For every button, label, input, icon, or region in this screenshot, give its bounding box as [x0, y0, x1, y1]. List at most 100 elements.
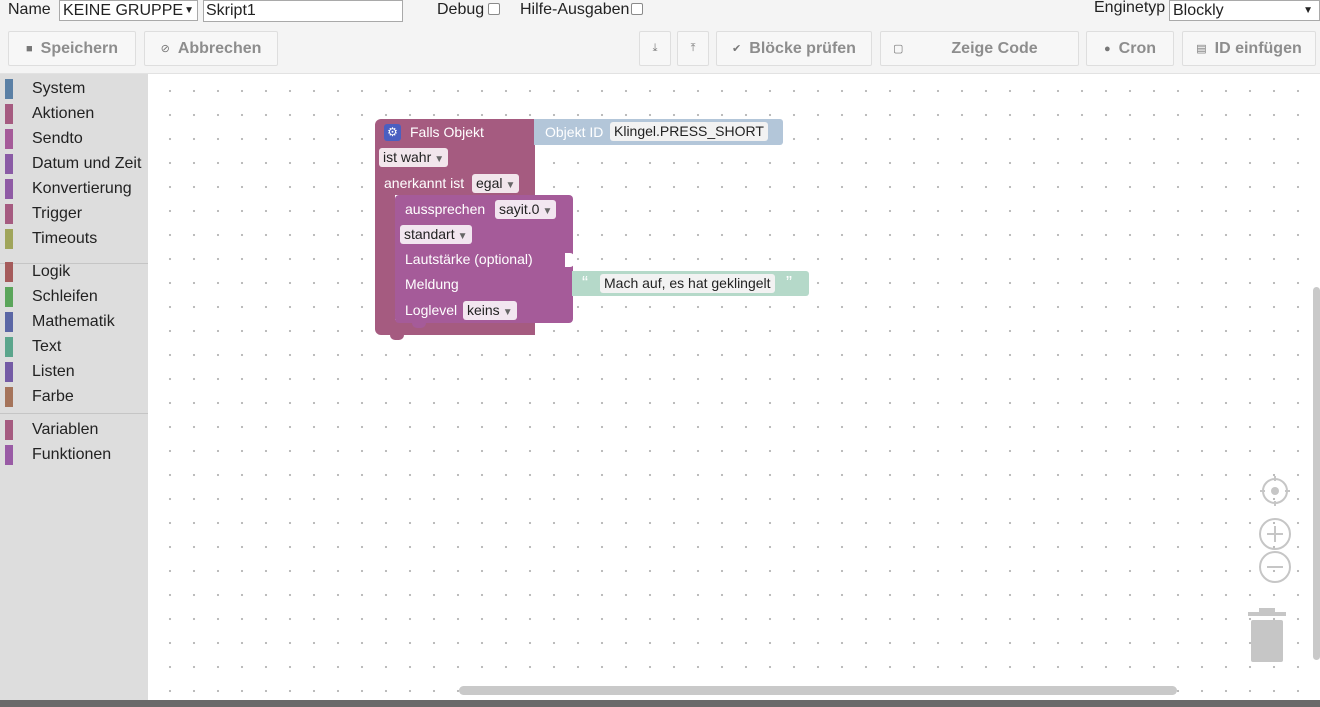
group-select-value: KEINE GRUPPE: [63, 2, 184, 19]
insert-id-label: ID einfügen: [1214, 39, 1302, 57]
floppy-icon: ■: [25, 42, 33, 55]
chevron-down-icon: ▼: [502, 307, 513, 318]
text-value[interactable]: Mach auf, es hat geklingelt: [600, 274, 775, 293]
target-icon[interactable]: [1260, 476, 1290, 506]
toolbox-category-funktionen[interactable]: Funktionen: [0, 442, 148, 467]
toolbox-separator: [0, 413, 148, 414]
say-instance-value: sayit.0: [499, 201, 540, 217]
import-button[interactable]: ⤒: [677, 31, 709, 66]
chevron-down-icon: ▼: [505, 180, 516, 191]
cron-label: Cron: [1118, 39, 1156, 57]
toolbox-category-timeouts[interactable]: Timeouts: [0, 226, 148, 251]
clock-icon: ●: [1104, 42, 1111, 55]
trigger-state-dropdown[interactable]: ist wahr▼: [379, 148, 449, 167]
insert-id-button[interactable]: ▤ ID einfügen: [1182, 31, 1316, 66]
say-loglevel-dropdown[interactable]: keins▼: [463, 301, 517, 320]
close-quote-icon: ”: [786, 273, 792, 293]
category-color-swatch: [5, 104, 13, 124]
say-loglevel-label: Loglevel: [405, 302, 458, 318]
trigger-ack-label: anerkannt ist: [384, 175, 465, 191]
say-instance-dropdown[interactable]: sayit.0▼: [495, 200, 557, 219]
engine-select-value: Blockly: [1173, 2, 1224, 19]
category-color-swatch: [5, 154, 13, 174]
toolbox-category-farbe[interactable]: Farbe: [0, 384, 148, 409]
toolbar: Name KEINE GRUPPE ▼ Skript1 Debug Hilfe-…: [0, 0, 1320, 74]
toolbox-category-system[interactable]: System: [0, 76, 148, 101]
category-color-swatch: [5, 179, 13, 199]
export-button[interactable]: ⤓: [639, 31, 671, 66]
trigger-gear-icon[interactable]: ⚙: [384, 124, 401, 141]
toolbox-category-trigger[interactable]: Trigger: [0, 201, 148, 226]
toolbox-category-logik[interactable]: Logik: [0, 259, 148, 284]
show-code-button[interactable]: ▢ Zeige Code: [880, 31, 1079, 66]
download-icon: ⤓: [652, 42, 658, 54]
ban-icon: ⊘: [160, 43, 170, 55]
chevron-down-icon: ▼: [1303, 5, 1313, 16]
category-label: Funktionen: [32, 446, 112, 463]
check-icon: ✔: [732, 43, 742, 55]
toolbox-category-listen[interactable]: Listen: [0, 359, 148, 384]
category-color-swatch: [5, 337, 13, 357]
chevron-down-icon: ▼: [542, 206, 553, 217]
save-button[interactable]: ■ Speichern: [8, 31, 136, 66]
category-color-swatch: [5, 420, 13, 440]
plus-circle-icon[interactable]: [1258, 517, 1292, 551]
group-select[interactable]: KEINE GRUPPE ▼: [59, 0, 198, 21]
toolbox-category-mathematik[interactable]: Mathematik: [0, 309, 148, 334]
help-output-checkbox[interactable]: [631, 3, 643, 15]
engine-label: Enginetyp: [1094, 0, 1166, 16]
check-blocks-button[interactable]: ✔ Blöcke prüfen: [716, 31, 872, 66]
category-label: Konvertierung: [32, 180, 132, 197]
category-color-swatch: [5, 129, 13, 149]
category-color-swatch: [5, 204, 13, 224]
toolbox-separator: [0, 263, 148, 264]
category-label: Listen: [32, 363, 75, 380]
volume-input-socket[interactable]: [565, 253, 574, 267]
category-label: Variablen: [32, 421, 99, 438]
toolbox-category-datum-und-zeit[interactable]: Datum und Zeit: [0, 151, 148, 176]
category-color-swatch: [5, 362, 13, 382]
category-label: Aktionen: [32, 105, 95, 122]
category-color-swatch: [5, 312, 13, 332]
object-id-value[interactable]: Klingel.PRESS_SHORT: [610, 122, 768, 141]
category-color-swatch: [5, 262, 13, 282]
save-button-label: Speichern: [40, 39, 118, 57]
name-label: Name: [8, 1, 51, 18]
toolbox-category-variablen[interactable]: Variablen: [0, 417, 148, 442]
chevron-down-icon: ▼: [184, 5, 194, 16]
toolbox-category-aktionen[interactable]: Aktionen: [0, 101, 148, 126]
toolbox-category-schleifen[interactable]: Schleifen: [0, 284, 148, 309]
script-name-input[interactable]: Skript1: [203, 0, 403, 22]
say-mode-dropdown[interactable]: standart▼: [400, 225, 472, 244]
say-message-label: Meldung: [405, 276, 459, 292]
upload-icon: ⤒: [690, 42, 696, 54]
check-blocks-label: Blöcke prüfen: [749, 39, 856, 57]
horizontal-scrollbar[interactable]: [459, 686, 1177, 695]
minus-circle-icon[interactable]: [1258, 550, 1292, 584]
category-label: Text: [32, 338, 62, 355]
say-label: aussprechen: [405, 201, 486, 217]
trigger-ack-dropdown[interactable]: egal▼: [472, 174, 520, 193]
bottom-border: [0, 700, 1320, 707]
cancel-button[interactable]: ⊘ Abbrechen: [144, 31, 278, 66]
show-code-label: Zeige Code: [951, 39, 1038, 57]
cron-button[interactable]: ● Cron: [1086, 31, 1174, 66]
list-icon: ▤: [1196, 43, 1207, 55]
category-color-swatch: [5, 387, 13, 407]
toolbox-category-sendto[interactable]: Sendto: [0, 126, 148, 151]
category-label: System: [32, 80, 86, 97]
category-label: Farbe: [32, 388, 74, 405]
chevron-down-icon: ▼: [457, 231, 468, 242]
category-color-swatch: [5, 287, 13, 307]
category-label: Sendto: [32, 130, 83, 147]
blockly-workspace[interactable]: ⚙ Falls Objekt ist wahr▼ anerkannt ist e…: [148, 74, 1320, 700]
trash-icon[interactable]: [1245, 608, 1289, 664]
debug-checkbox[interactable]: [488, 3, 500, 15]
object-id-label: Objekt ID: [545, 124, 604, 140]
engine-select[interactable]: Blockly ▼: [1169, 0, 1320, 21]
vertical-scrollbar[interactable]: [1313, 287, 1320, 660]
toolbox-category-konvertierung[interactable]: Konvertierung: [0, 176, 148, 201]
toolbox-category-text[interactable]: Text: [0, 334, 148, 359]
trigger-ack-value: egal: [476, 175, 503, 191]
